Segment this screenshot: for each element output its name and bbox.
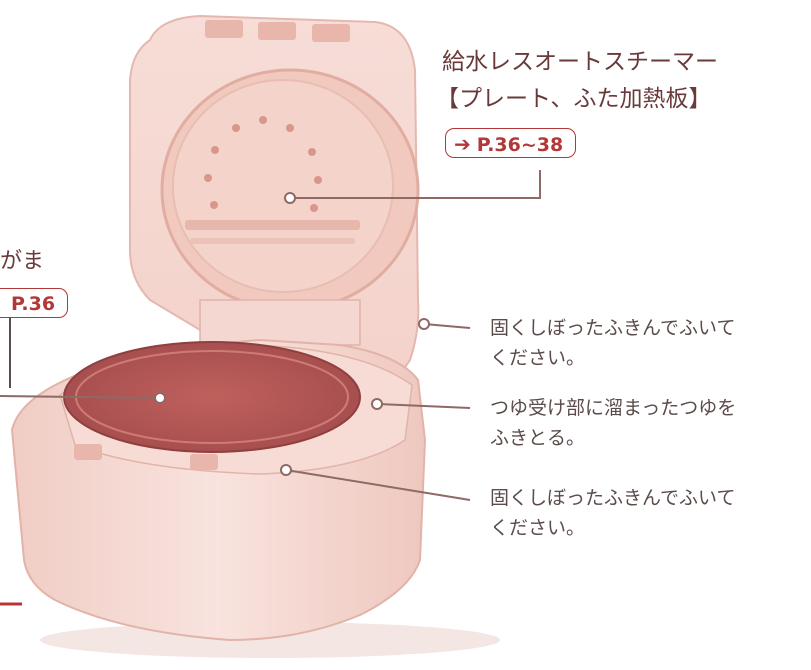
plate-rib xyxy=(185,220,360,230)
inner-pot-page-ref[interactable]: P.36 xyxy=(0,288,69,318)
callout-lid-line1: 固くしぼったふきんでふいて xyxy=(490,317,736,339)
steamer-title-line1: 給水レスオートスチーマー xyxy=(442,49,718,75)
leader-dots xyxy=(154,192,430,476)
callout-body-line1: 固くしぼったふきんでふいて xyxy=(490,487,736,509)
hinge-clip xyxy=(205,20,243,38)
callout-lid-line2: ください。 xyxy=(490,347,586,369)
callout-dew-line1: つゆ受け部に溜まったつゆを xyxy=(490,397,737,419)
steam-holes xyxy=(204,116,322,212)
callout-body-line2: ください。 xyxy=(490,517,586,539)
steamer-plate-inner xyxy=(172,79,394,293)
callout-dew-line2: ふきとる。 xyxy=(490,427,586,449)
body-clip xyxy=(190,454,218,470)
hinge-base xyxy=(199,299,361,346)
inner-pot-title: がま xyxy=(0,249,45,274)
body-clip xyxy=(74,444,102,460)
steamer-page-ref[interactable]: ➔P.36~38 xyxy=(445,128,577,158)
hinge-clip xyxy=(258,22,296,40)
leader-lines xyxy=(0,170,541,501)
steamer-page-ref-text: P.36~38 xyxy=(476,134,564,156)
plate-rib xyxy=(190,238,355,244)
inner-pot-page-ref-text: P.36 xyxy=(11,293,56,315)
steamer-title-line2: 【プレート、ふた加熱板】 xyxy=(436,86,712,112)
hinge-clip xyxy=(312,24,350,42)
arrow-right-icon: ➔ xyxy=(454,132,471,156)
